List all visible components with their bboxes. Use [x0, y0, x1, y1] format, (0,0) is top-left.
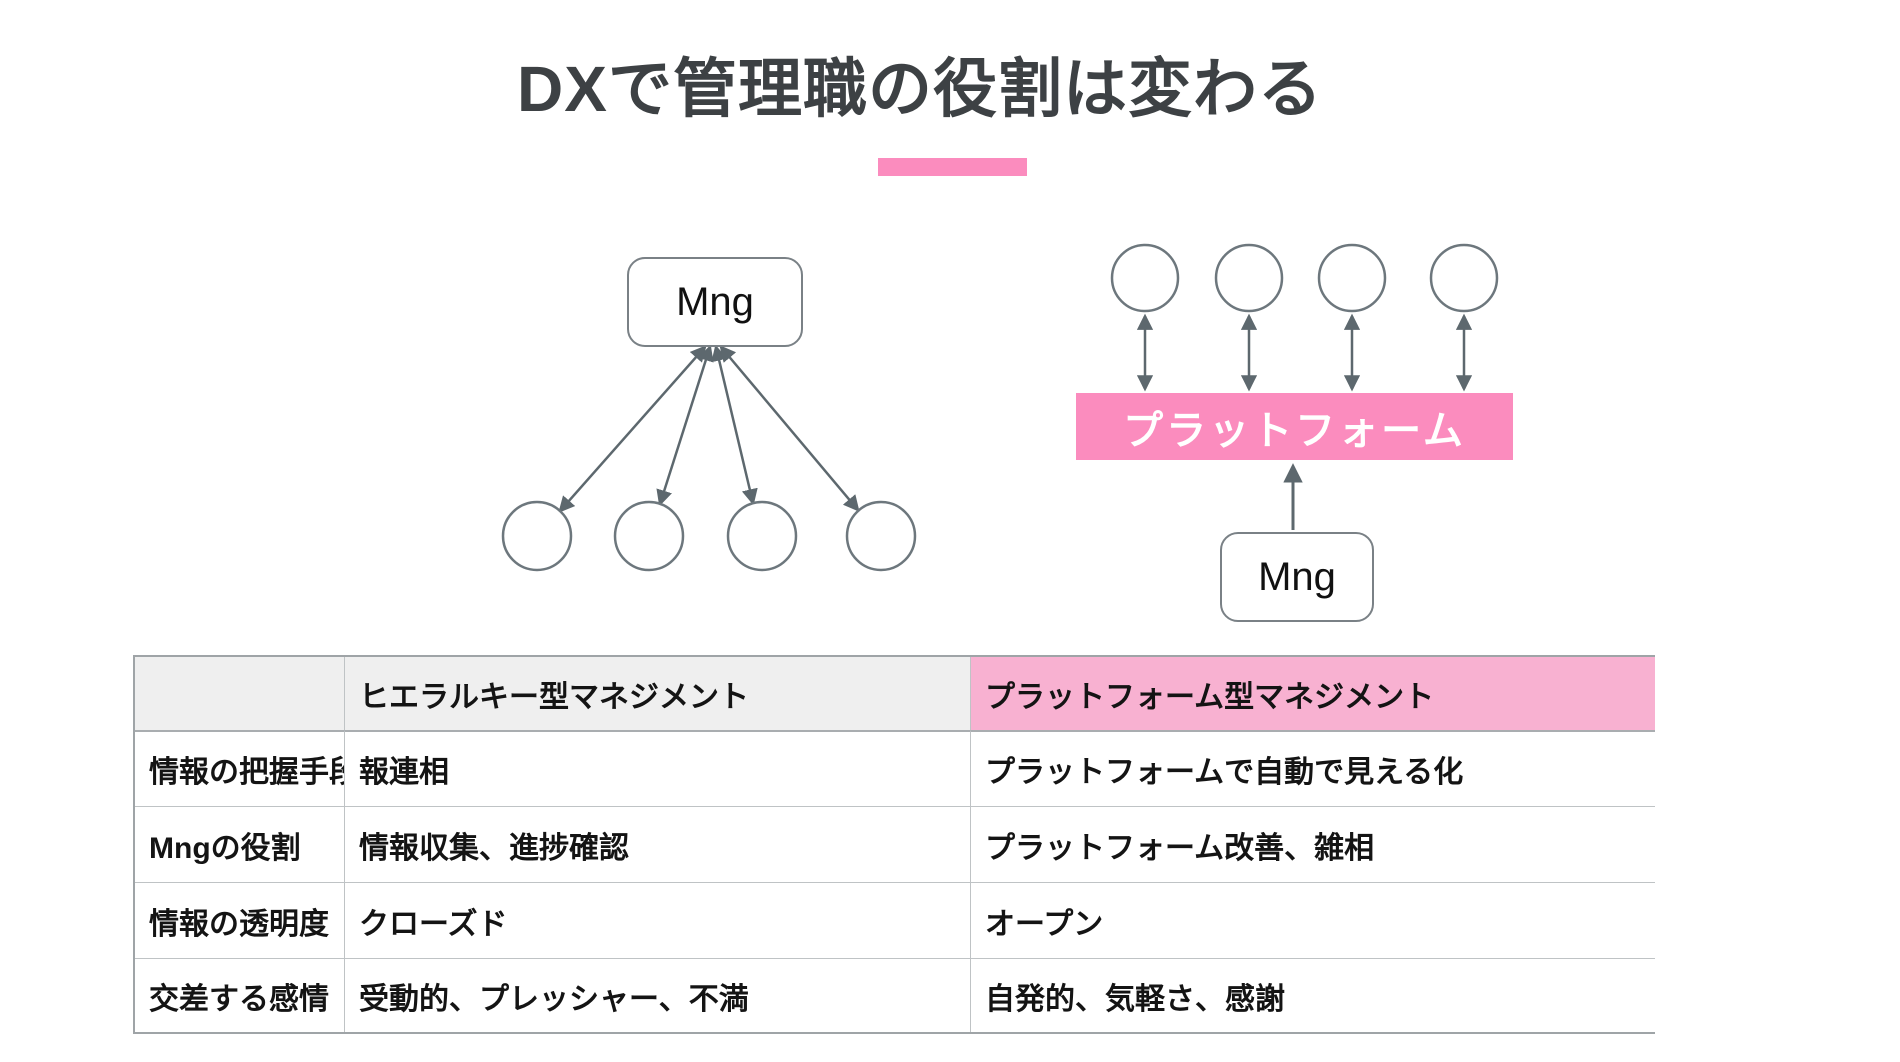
- member-circle: [501, 500, 573, 572]
- table-cell-hierarchy: 報連相: [344, 730, 970, 806]
- table-cell-platform: プラットフォーム改善、雑相: [970, 806, 1655, 882]
- member-circle: [726, 500, 798, 572]
- member-circle: [1214, 243, 1284, 313]
- hierarchy-manager-box: Mng: [627, 257, 803, 347]
- hierarchy-arrow: [719, 345, 860, 512]
- member-circle: [1317, 243, 1387, 313]
- table-header-platform: プラットフォーム型マネジメント: [970, 657, 1655, 730]
- table-header-hierarchy: ヒエラルキー型マネジメント: [344, 657, 970, 730]
- table-cell-hierarchy: 情報収集、進捗確認: [344, 806, 970, 882]
- table-row-label: Mngの役割: [135, 806, 344, 882]
- hierarchy-members: [501, 500, 917, 572]
- hierarchy-arrow: [656, 344, 714, 507]
- table-cell-platform: プラットフォームで自動で見える化: [970, 730, 1655, 806]
- table-row-label: 情報の把握手段: [135, 730, 344, 806]
- hierarchy-arrows: [558, 344, 860, 513]
- hierarchy-arrow: [711, 344, 758, 506]
- platform-bar: プラットフォーム: [1076, 393, 1513, 460]
- table-row-label: 情報の透明度: [135, 882, 344, 958]
- comparison-table: ヒエラルキー型マネジメント プラットフォーム型マネジメント 情報の把握手段 報連…: [133, 655, 1655, 1034]
- platform-manager-box: Mng: [1220, 532, 1374, 622]
- table-cell-hierarchy: クローズド: [344, 882, 970, 958]
- member-circle: [1429, 243, 1499, 313]
- table-header-empty: [135, 657, 344, 730]
- member-circle: [1110, 243, 1180, 313]
- table-row-label: 交差する感情: [135, 958, 344, 1032]
- platform-members: [1110, 243, 1499, 313]
- title-underline: [878, 158, 1027, 176]
- page-title: DXで管理職の役割は変わる: [517, 53, 1323, 125]
- platform-manager-label: Mng: [1258, 554, 1336, 599]
- table-cell-platform: 自発的、気軽さ、感謝: [970, 958, 1655, 1032]
- table-cell-hierarchy: 受動的、プレッシャー、不満: [344, 958, 970, 1032]
- member-circle: [613, 500, 685, 572]
- table-cell-platform: オープン: [970, 882, 1655, 958]
- platform-link-arrows: [1136, 313, 1473, 392]
- member-circle: [845, 500, 917, 572]
- hierarchy-manager-label: Mng: [676, 279, 754, 324]
- platform-bar-label: プラットフォーム: [1123, 408, 1466, 453]
